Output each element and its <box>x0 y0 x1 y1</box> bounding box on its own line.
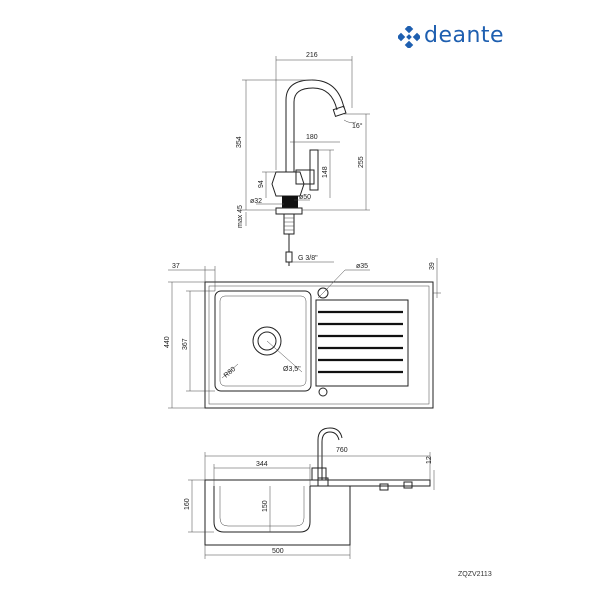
tap-counter-plate <box>275 207 303 215</box>
dim-tap-spout-height: 255 <box>358 156 365 168</box>
drain <box>252 326 282 356</box>
dim-tap-handle-height: 148 <box>322 166 329 178</box>
section-tap-spout <box>317 427 343 480</box>
section-tap-spout-inner <box>321 431 340 480</box>
dim-sink-bowl-offset: 37 <box>172 263 180 270</box>
drain-inner <box>257 331 277 351</box>
dim-cabinet-width: 500 <box>272 548 284 555</box>
dim-max-thickness: max 45 <box>237 205 244 228</box>
brand-name: deante <box>424 23 505 48</box>
sink-outline-inner <box>208 285 430 405</box>
angle-arc <box>343 119 357 123</box>
dim-sink-hole-diameter: ø35 <box>356 263 368 270</box>
section-outline <box>204 479 431 546</box>
tap-aerator <box>332 105 347 117</box>
tap-handle-joint <box>295 169 315 185</box>
tap-hose-connector <box>285 251 293 263</box>
sink-bowl-inner <box>219 295 307 387</box>
tap-hole <box>317 287 329 299</box>
logo-mark-icon <box>398 26 420 48</box>
draining-board <box>315 299 409 387</box>
dim-sink-height: 160 <box>184 498 191 510</box>
section-bowl <box>213 486 311 533</box>
section-tap-hole <box>317 477 329 487</box>
leader-drain <box>266 340 303 373</box>
tap-spout-inner <box>293 87 338 172</box>
dim-tap-angle: 16° <box>352 122 363 130</box>
dim-tap-height: 354 <box>236 136 243 148</box>
dim-bowl-radius: R80 <box>223 366 237 380</box>
tap-spout <box>285 79 345 172</box>
tap-base <box>282 196 298 208</box>
section-drainer-stud <box>379 483 389 491</box>
dim-bowl-width: 344 <box>256 461 268 468</box>
dim-tap-base-height: 94 <box>258 180 265 188</box>
sink-section-view: 760 344 12 150 160 500 <box>184 427 435 559</box>
dim-bowl-depth: 150 <box>262 500 269 512</box>
dim-sink-depth-bowl: 367 <box>182 338 189 350</box>
sink-outline <box>204 281 434 409</box>
dim-sink-hole-offset: 39 <box>429 262 436 270</box>
leader-r80 <box>221 363 239 379</box>
dim-tap-width: 216 <box>306 52 318 59</box>
dim-connector: G 3/8" <box>298 255 318 262</box>
section-drainer-stud <box>403 481 413 489</box>
sink-bowl <box>214 290 312 392</box>
overflow-hole <box>318 387 328 397</box>
drainer-ribs <box>318 310 403 374</box>
tap-shank <box>283 213 295 235</box>
section-bowl-inner <box>219 486 305 527</box>
dim-rim-height: 12 <box>426 456 433 464</box>
tap-body <box>271 171 305 197</box>
dim-hole-diameter: ø32 <box>250 198 262 205</box>
dim-tap-base-diameter: ø50 <box>299 194 311 201</box>
product-code: ZQZV2113 <box>458 571 492 578</box>
tap-drawing: 216 354 16° 180 255 148 94 ø32 ø50 max 4… <box>236 52 370 266</box>
leader-35 <box>322 269 346 294</box>
dim-tap-reach: 180 <box>306 134 318 141</box>
dim-sink-length: 760 <box>336 447 348 454</box>
sink-top-view: 37 ø35 39 440 367 R80 Ø3,5" <box>164 258 441 409</box>
dim-drain-diameter: Ø3,5" <box>283 366 301 373</box>
deante-logo: deante <box>398 22 504 50</box>
dim-sink-depth-total: 440 <box>164 336 171 348</box>
